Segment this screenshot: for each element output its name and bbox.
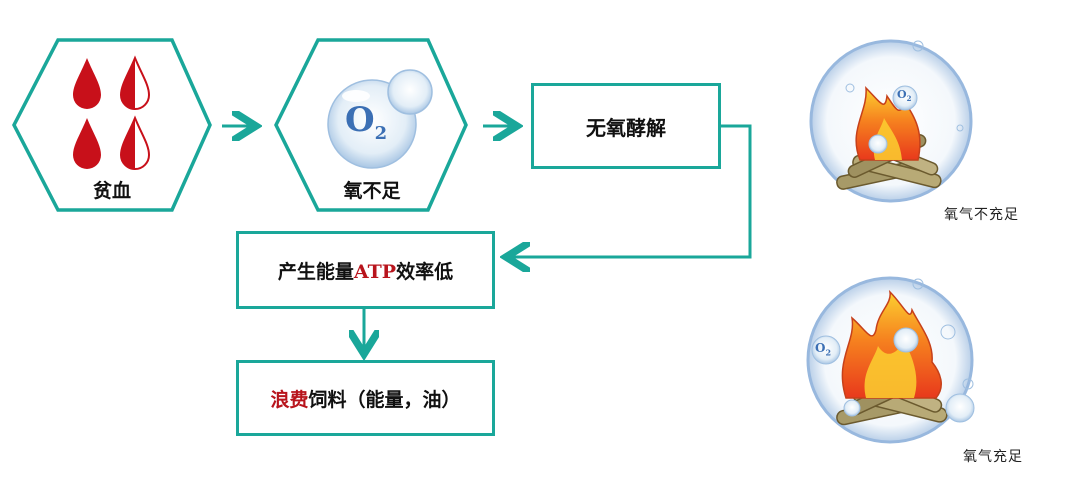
atp-highlight: ATP <box>353 260 397 283</box>
oxygen-formula: O2 <box>345 100 387 144</box>
half-blood-drop-icon <box>119 55 151 110</box>
half-blood-drop-icon <box>119 115 151 170</box>
low-atp-efficiency-box: 产生能量ATP效率低 <box>236 231 495 309</box>
illustration-o2-label: O2 <box>897 88 912 104</box>
waste-feed-box: 浪费饲料（能量，油） <box>236 360 495 436</box>
illustration-o2-label: O2 <box>815 341 832 358</box>
blood-drop-icon <box>73 58 101 109</box>
low-atp-suffix: 效率低 <box>396 260 454 283</box>
fire-low-oxygen-illustration <box>809 39 973 203</box>
sufficient-oxygen-caption: 氧气充足 <box>963 449 1023 465</box>
anemia-label: 贫血 <box>92 180 131 202</box>
waste-suffix: 饲料（能量，油） <box>308 388 461 411</box>
blood-drop-icon <box>73 118 101 169</box>
low-atp-efficiency-text: 产生能量ATP效率低 <box>278 257 453 284</box>
oxygen-symbol: O <box>345 100 375 140</box>
oxygen-bubble-icon <box>327 69 433 169</box>
insufficient-oxygen-caption: 氧气不充足 <box>944 207 1019 223</box>
connector-arrow <box>512 124 752 257</box>
low-atp-prefix: 产生能量 <box>277 260 354 283</box>
fire-sufficient-oxygen-illustration <box>806 276 975 444</box>
anemia-hexagon <box>12 38 212 212</box>
waste-feed-text: 浪费饲料（能量，油） <box>270 385 460 412</box>
oxygen-subscript: 2 <box>374 122 388 144</box>
low-oxygen-label: 氧不足 <box>343 180 401 202</box>
anaerobic-glycolysis-label: 无氧酵解 <box>586 115 666 140</box>
anaerobic-glycolysis-box: 无氧酵解 <box>531 83 721 169</box>
waste-highlight: 浪费 <box>270 388 309 411</box>
